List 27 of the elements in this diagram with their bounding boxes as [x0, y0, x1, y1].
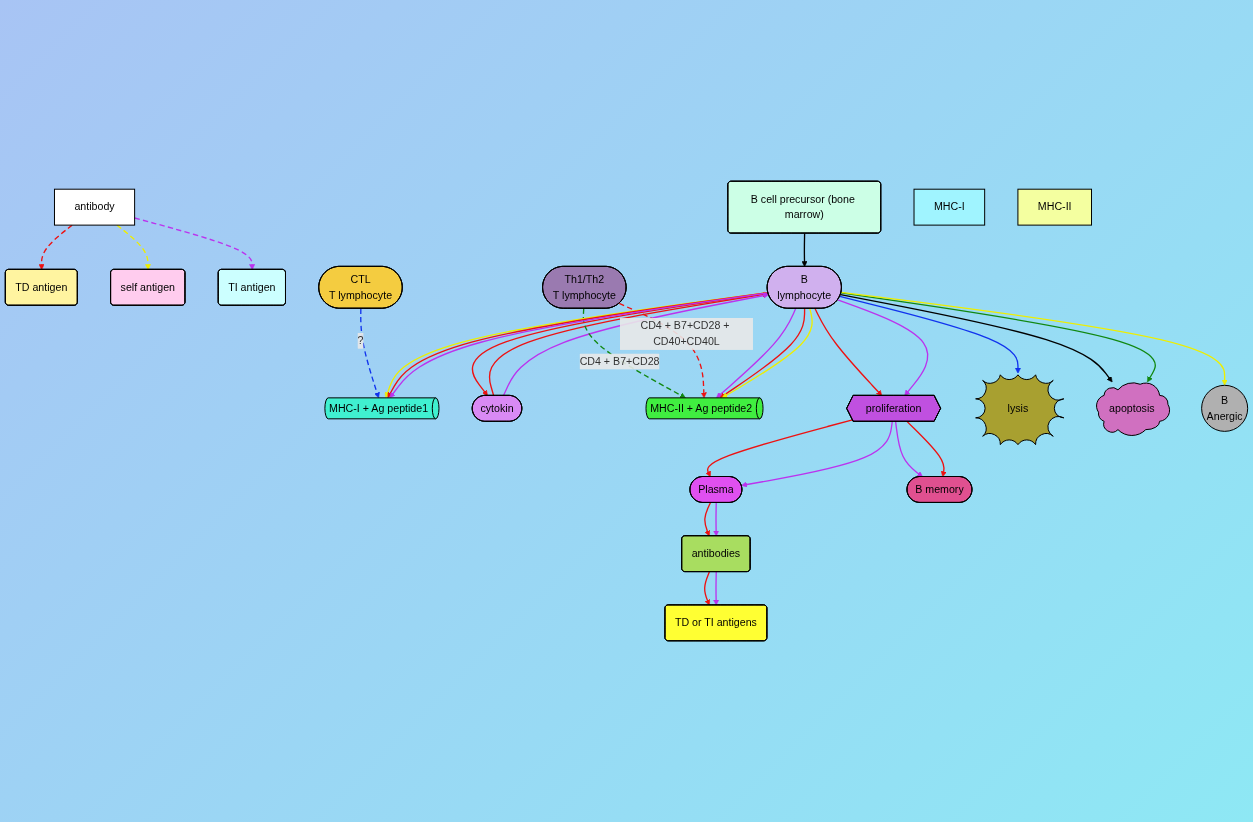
arrow	[582, 307, 686, 399]
arrow	[705, 419, 854, 478]
edge-label: CD4 + B7+CD28 + CD40+CD40L	[640, 319, 730, 348]
arrow	[741, 420, 893, 488]
edge-label: ?	[357, 334, 364, 347]
arrow	[837, 299, 929, 396]
node-box: MHC-II	[1017, 188, 1092, 226]
arrow	[360, 307, 380, 399]
arrow	[814, 307, 883, 396]
arrow	[704, 571, 711, 606]
node-box: MHC-I	[913, 188, 986, 226]
arrow	[116, 224, 151, 270]
arrow	[133, 217, 255, 270]
arrow	[839, 295, 1021, 374]
arrow	[38, 224, 73, 270]
arrow	[840, 291, 1228, 386]
node-text: MHC-I + Ag peptide1	[329, 402, 429, 414]
node-box: antibody	[54, 188, 136, 226]
arrow	[894, 420, 923, 478]
arrow	[906, 420, 947, 478]
arrow	[713, 571, 720, 606]
arrow	[704, 502, 712, 537]
arrow	[801, 232, 808, 267]
edge-label: CD4 + B7+CD28	[579, 355, 660, 367]
arrow	[713, 502, 720, 537]
node-text: MHC-II + Ag peptide2	[650, 402, 753, 414]
node-circle: B Anergic	[1201, 384, 1249, 432]
